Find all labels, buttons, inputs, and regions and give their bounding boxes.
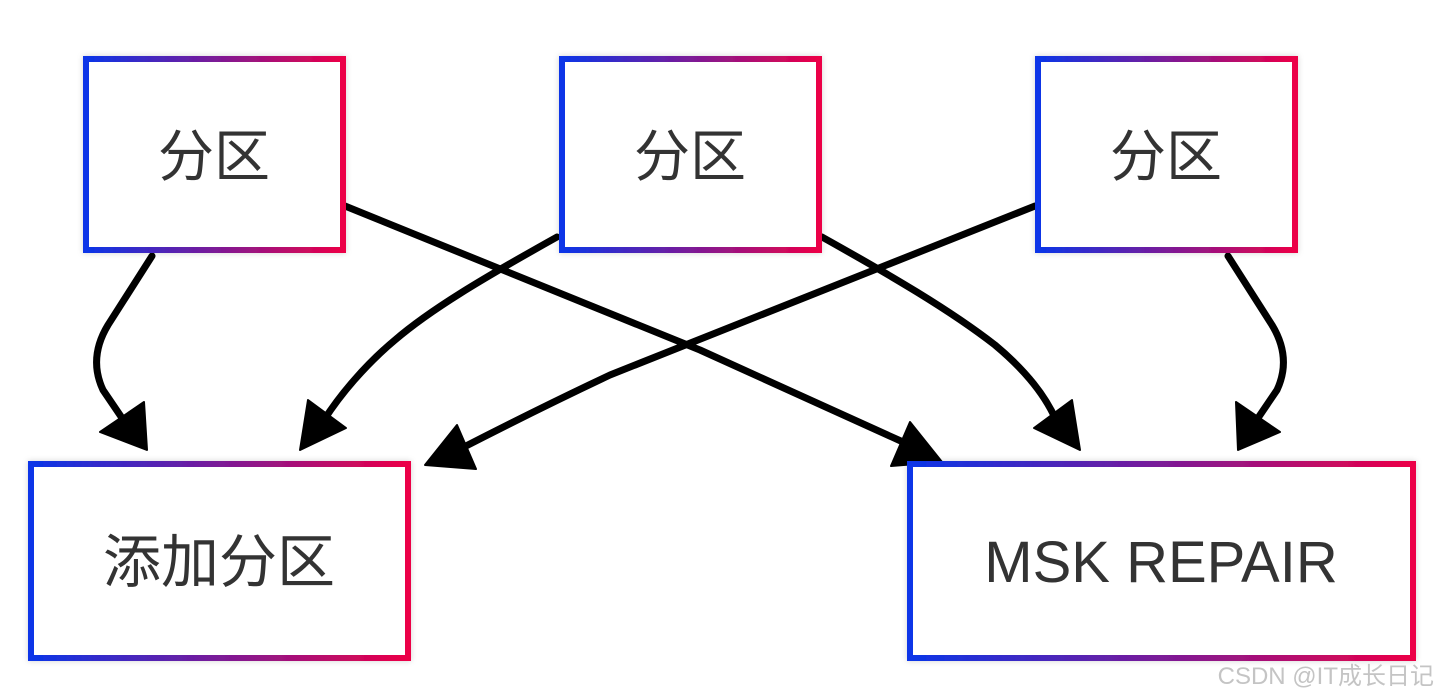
node-partition-2: 分区 xyxy=(559,56,822,253)
arrowhead xyxy=(1235,401,1281,451)
arrowhead xyxy=(99,401,148,451)
edge-partition-3-to-msk-repair xyxy=(1224,252,1287,451)
node-label: 分区 xyxy=(1110,125,1222,188)
node-add-partition: 添加分区 xyxy=(28,461,411,661)
arrowhead xyxy=(1033,399,1081,451)
edge-line xyxy=(341,202,907,446)
node-box xyxy=(907,461,1416,661)
node-box xyxy=(559,56,822,253)
node-box xyxy=(1035,56,1298,253)
node-label: 添加分区 xyxy=(103,530,335,595)
edge-partition-3-to-add-partition xyxy=(424,202,1039,470)
node-partition-3: 分区 xyxy=(1035,56,1298,253)
edge-line xyxy=(93,252,156,422)
edge-line xyxy=(818,233,1060,424)
node-label: 分区 xyxy=(634,125,746,188)
edge-partition-2-to-add-partition xyxy=(299,233,561,451)
edge-partition-2-to-msk-repair xyxy=(818,233,1081,451)
arrowhead xyxy=(424,424,477,470)
node-msk-repair: MSK REPAIR xyxy=(907,461,1416,661)
edge-line xyxy=(460,202,1039,451)
arrowhead xyxy=(299,399,347,451)
watermark: CSDN @IT成长日记 xyxy=(1218,663,1434,690)
node-label: MSK REPAIR xyxy=(984,530,1337,595)
edge-line xyxy=(1224,252,1287,422)
edge-line xyxy=(320,233,561,424)
node-box xyxy=(28,461,411,661)
node-box xyxy=(83,56,346,253)
node-label: 分区 xyxy=(158,125,270,188)
arrowhead xyxy=(890,421,943,467)
edge-partition-1-to-add-partition xyxy=(93,252,156,451)
node-partition-1: 分区 xyxy=(83,56,346,253)
